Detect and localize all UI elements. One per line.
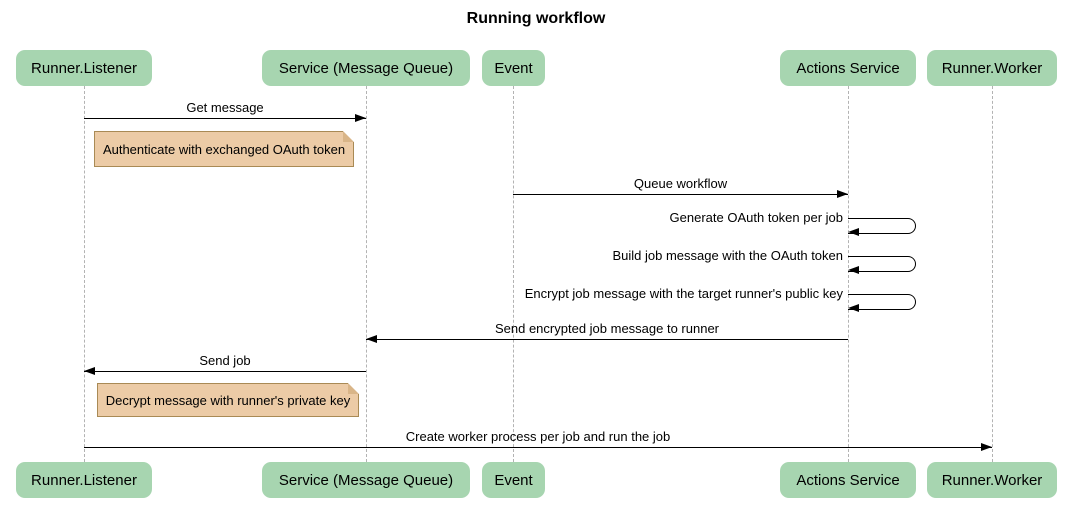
diagram-title: Running workflow — [466, 10, 606, 27]
actor-label: Runner.Worker — [941, 59, 1043, 77]
message-line — [84, 447, 992, 448]
message-line — [84, 118, 366, 119]
message-label: Get message — [186, 100, 264, 115]
lifeline-service-message-queue — [366, 86, 367, 462]
arrowhead-icon — [355, 114, 366, 122]
actor-label: Service (Message Queue) — [278, 471, 454, 489]
actor-top-event: Event — [482, 50, 545, 86]
actor-label: Runner.Listener — [31, 59, 137, 77]
actor-bottom-runner-worker: Runner.Worker — [927, 462, 1057, 498]
actor-top-runner-listener: Runner.Listener — [16, 50, 152, 86]
arrowhead-icon — [84, 367, 95, 375]
actor-label: Event — [494, 59, 533, 77]
arrowhead-icon — [848, 304, 859, 312]
arrowhead-icon — [366, 335, 377, 343]
message-line — [513, 194, 848, 195]
message-label: Build job message with the OAuth token — [612, 248, 843, 263]
actor-label: Runner.Worker — [941, 471, 1043, 489]
arrowhead-icon — [848, 228, 859, 236]
arrowhead-icon — [848, 266, 859, 274]
actor-label: Event — [494, 471, 533, 489]
actor-bottom-event: Event — [482, 462, 545, 498]
actor-label: Actions Service — [796, 471, 900, 489]
arrowhead-icon — [837, 190, 848, 198]
self-message-loop — [848, 218, 916, 234]
actor-top-service-message-queue: Service (Message Queue) — [262, 50, 470, 86]
note: Decrypt message with runner's private ke… — [97, 383, 359, 417]
actor-bottom-actions-service: Actions Service — [780, 462, 916, 498]
arrowhead-icon — [981, 443, 992, 451]
message-label: Queue workflow — [633, 176, 728, 191]
actor-bottom-service-message-queue: Service (Message Queue) — [262, 462, 470, 498]
note: Authenticate with exchanged OAuth token — [94, 131, 354, 167]
lifeline-runner-worker — [992, 86, 993, 462]
message-label: Encrypt job message with the target runn… — [524, 286, 843, 301]
lifeline-actions-service — [848, 86, 849, 462]
message-label: Send job — [199, 353, 251, 368]
actor-label: Service (Message Queue) — [278, 59, 454, 77]
actor-top-runner-worker: Runner.Worker — [927, 50, 1057, 86]
actor-bottom-runner-listener: Runner.Listener — [16, 462, 152, 498]
message-label: Send encrypted job message to runner — [494, 321, 720, 336]
self-message-loop — [848, 256, 916, 272]
message-line — [366, 339, 848, 340]
lifeline-runner-listener — [84, 86, 85, 462]
message-label: Create worker process per job and run th… — [405, 429, 671, 444]
note-label: Authenticate with exchanged OAuth token — [102, 141, 346, 157]
actor-label: Runner.Listener — [31, 471, 137, 489]
message-label: Generate OAuth token per job — [669, 210, 843, 225]
self-message-loop — [848, 294, 916, 310]
lifeline-event — [513, 86, 514, 462]
note-label: Decrypt message with runner's private ke… — [105, 392, 351, 408]
message-line — [84, 371, 366, 372]
actor-top-actions-service: Actions Service — [780, 50, 916, 86]
actor-label: Actions Service — [796, 59, 900, 77]
